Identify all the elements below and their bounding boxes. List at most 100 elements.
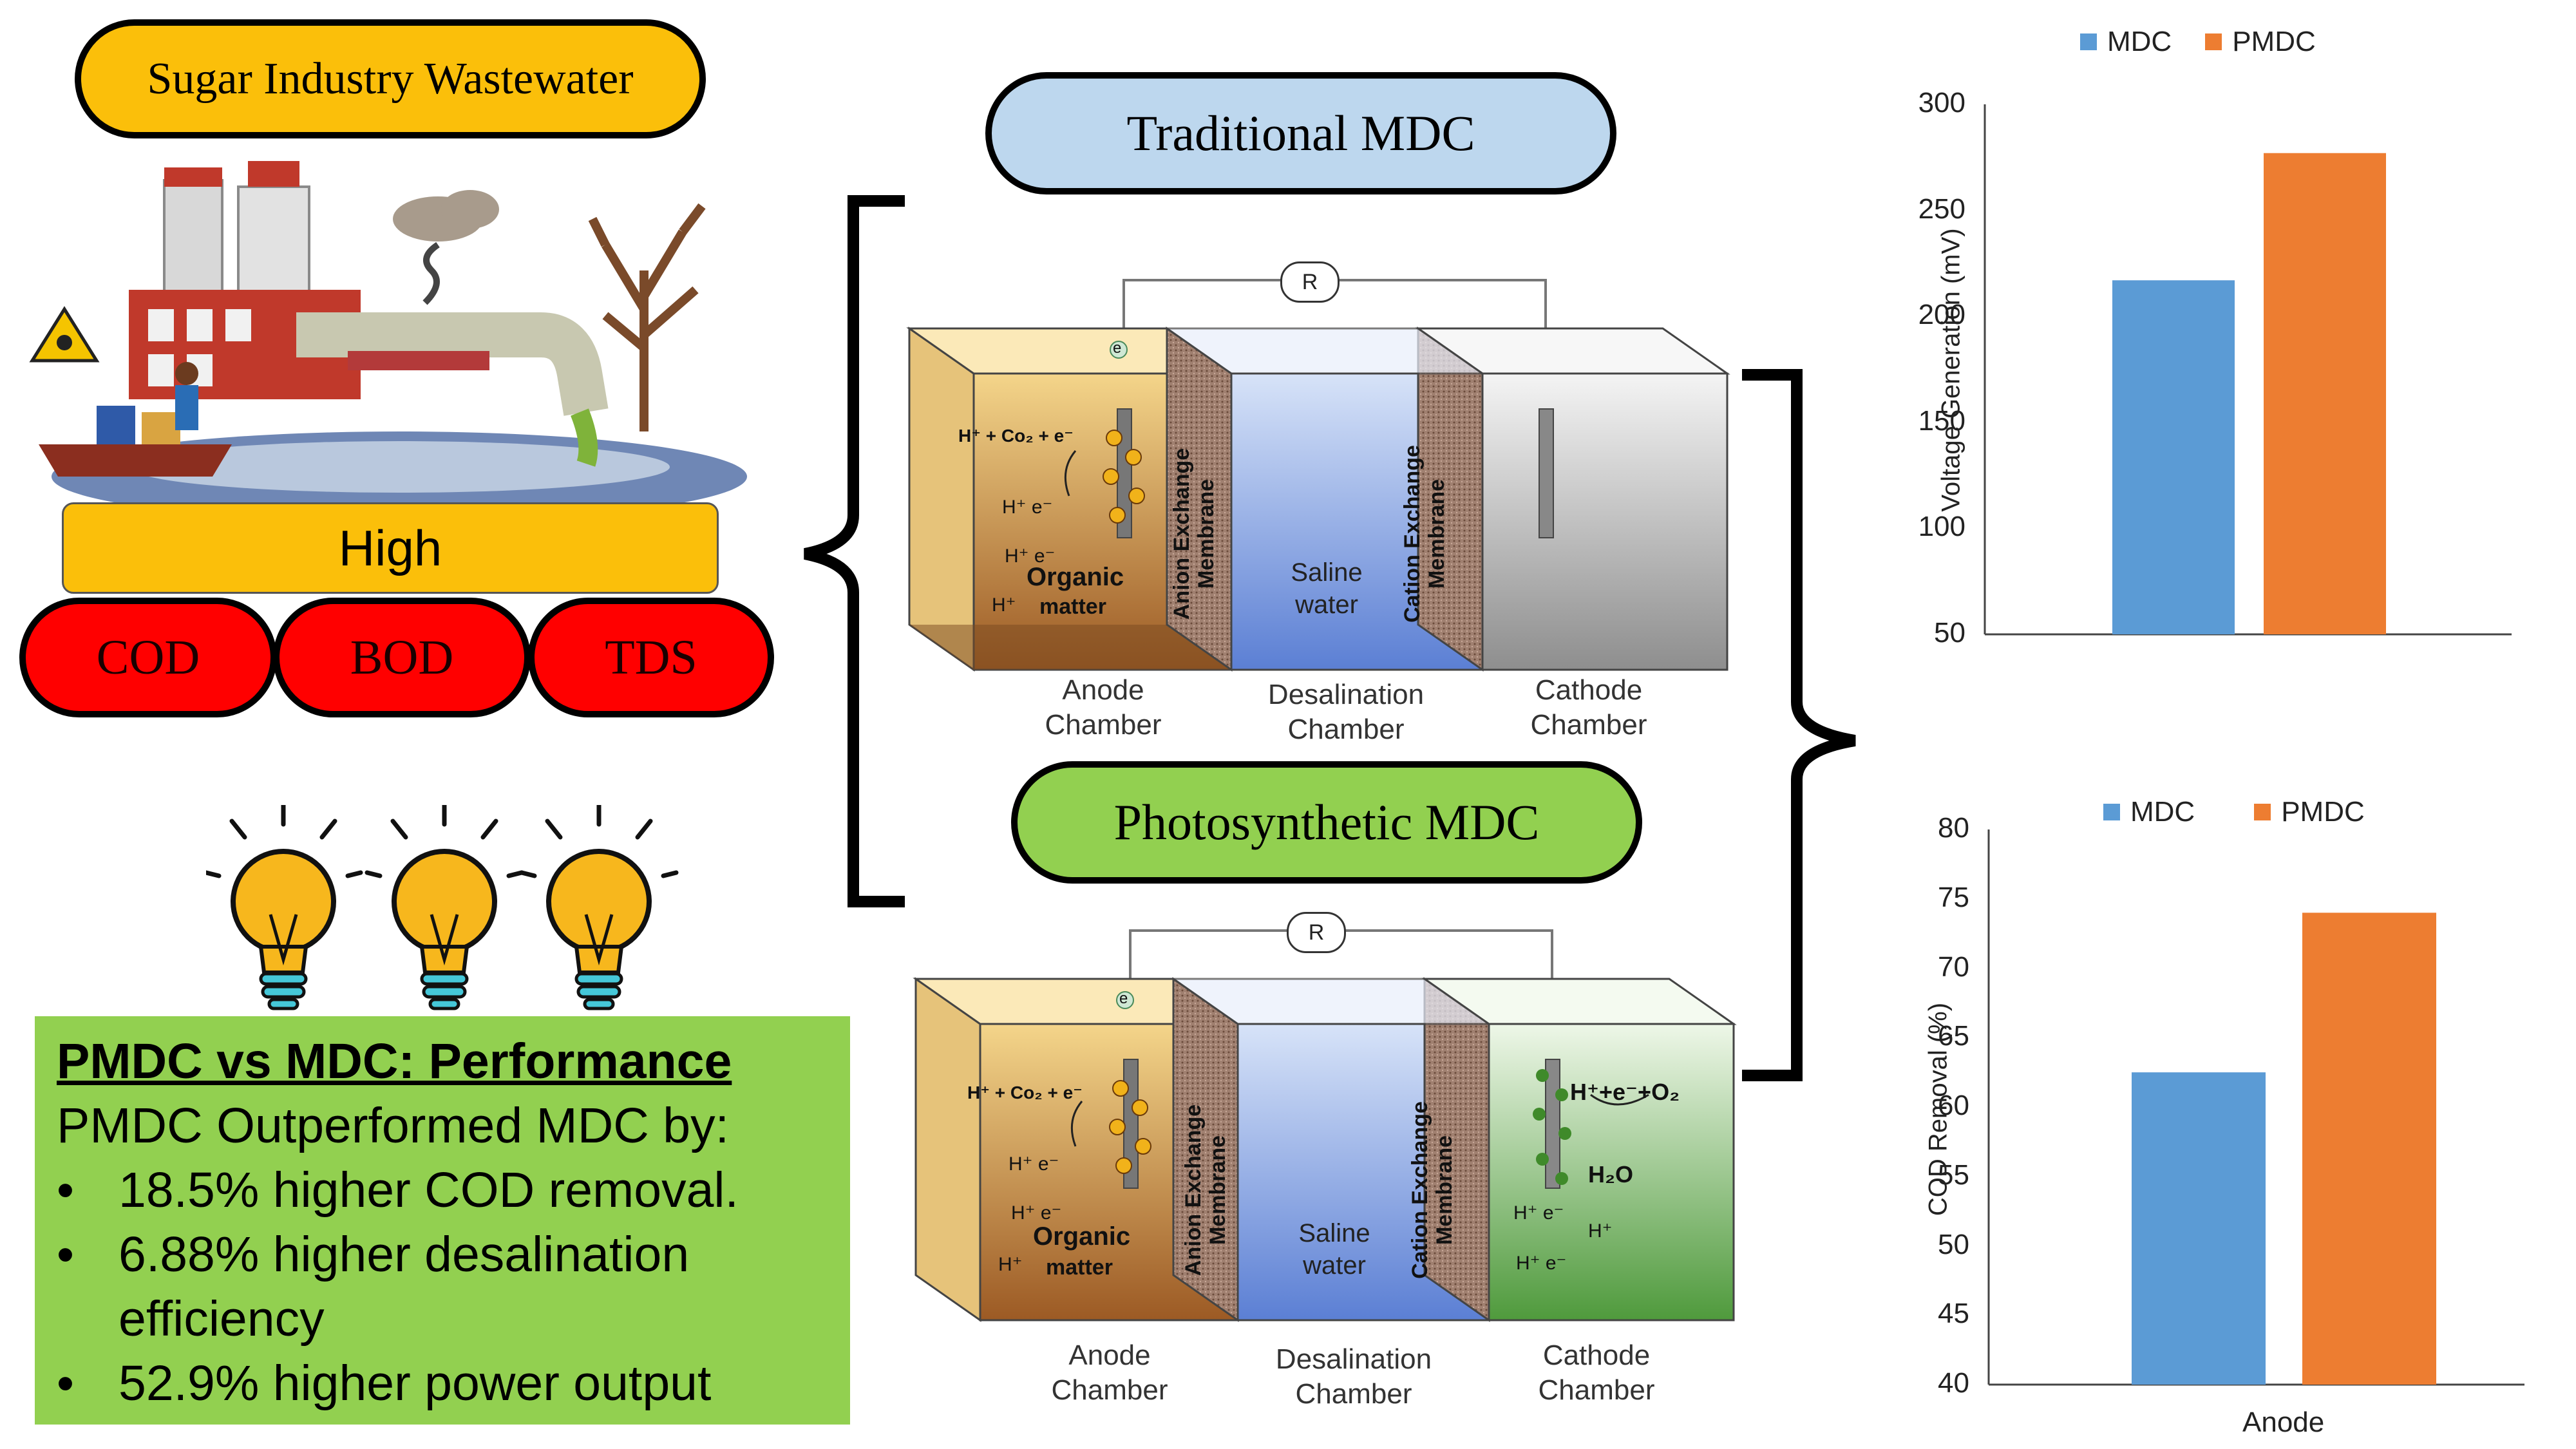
legend-label-pmdc: PMDC — [2232, 26, 2316, 57]
photosynthetic-mdc-cell-diagram — [913, 929, 1737, 1322]
voltage-chart-legend: MDC PMDC — [2080, 26, 2316, 58]
legend-swatch-pmdc — [2205, 33, 2222, 50]
y-tick-label: 65 — [1938, 1020, 1969, 1052]
traditional-mdc-title-text: Traditional MDC — [1126, 105, 1475, 161]
electron-icon — [1110, 341, 1128, 359]
cod-chart-ylabel: COD Removal (%) — [1924, 1002, 1953, 1217]
saline-line2: water — [1303, 1251, 1366, 1280]
cod-pill: COD — [19, 598, 277, 717]
y-tick-label: 50 — [1934, 617, 1965, 649]
photosynthetic-mdc-title-text: Photosynthetic MDC — [1113, 794, 1540, 850]
photosynthetic-water-label: H₂O — [1588, 1161, 1633, 1188]
bulb-icon-1 — [206, 805, 363, 1010]
cation-membrane-line1: Cation Exchange — [1400, 445, 1425, 623]
y-tick-label: 70 — [1938, 951, 1969, 983]
performance-bullet: 52.9% higher power output — [57, 1351, 828, 1416]
sugar-wastewater-title: Sugar Industry Wastewater — [75, 19, 706, 138]
saline-line1: Saline — [1298, 1219, 1370, 1247]
high-label: High — [338, 519, 442, 576]
light-bulbs-illustration — [206, 805, 679, 1010]
chamber-line1: Anode — [1062, 674, 1144, 706]
chamber-line1: Desalination — [1267, 679, 1425, 710]
chamber-line1: Desalination — [1275, 1343, 1432, 1375]
y-tick-label: 200 — [1918, 299, 1965, 331]
tds-pill: TDS — [528, 598, 774, 717]
tds-label: TDS — [605, 630, 697, 685]
right-brace — [1742, 369, 1856, 1081]
chamber-line2: Chamber — [1530, 709, 1647, 741]
anion-membrane-line2: Membrane — [1194, 478, 1218, 589]
performance-list: 18.5% higher COD removal. 6.88% higher d… — [57, 1158, 828, 1416]
high-label-bar: High — [62, 502, 719, 594]
traditional-anode-species: H⁺ — [992, 594, 1016, 616]
traditional-matter-label: matter — [1039, 594, 1106, 619]
bulb-icon-2 — [365, 805, 524, 1010]
cod-chart-legend: MDC PMDC — [2103, 796, 2365, 828]
y-tick-label: 75 — [1938, 881, 1969, 913]
y-tick-label: 45 — [1938, 1298, 1969, 1330]
y-tick-label: 60 — [1938, 1090, 1969, 1121]
performance-heading: PMDC vs MDC: Performance — [57, 1034, 732, 1089]
y-tick-label: 300 — [1918, 87, 1965, 118]
photosynthetic-resistor: R — [1287, 912, 1346, 953]
legend-label-mdc: MDC — [2130, 796, 2195, 828]
bar-mdc-cod — [2132, 1072, 2266, 1385]
photosynthetic-electron-label: e — [1119, 990, 1128, 1007]
anion-membrane-line1: Anion Exchange — [1170, 448, 1194, 620]
bulb-icon-3 — [519, 805, 679, 1010]
legend-swatch-mdc — [2103, 804, 2120, 820]
photosynthetic-organic-label: Organic — [1033, 1222, 1131, 1251]
factory-illustration — [29, 161, 747, 515]
cod-chart-plot — [1987, 829, 2524, 1386]
traditional-anode-reaction: H⁺ + Co₂ + e⁻ — [958, 426, 1074, 446]
legend-label-mdc: MDC — [2107, 26, 2172, 57]
traditional-resistor-label: R — [1302, 269, 1318, 294]
voltage-chart-ylabel: Voltage Generation (mV) — [1937, 228, 1965, 512]
chamber-line1: Cathode — [1542, 1340, 1651, 1371]
traditional-electron-label: e — [1113, 339, 1122, 357]
bar-pmdc-cod — [2302, 913, 2436, 1385]
photosynthetic-cathode-reaction: H⁺+e⁻+O₂ — [1570, 1079, 1680, 1105]
cation-membrane-line2: Membrane — [1432, 1135, 1457, 1245]
chamber-line2: Chamber — [1045, 709, 1162, 741]
cod-label: COD — [96, 630, 200, 685]
photosynthetic-saline-label: Saline water — [1270, 1217, 1399, 1282]
bod-pill: BOD — [273, 598, 531, 717]
photosynthetic-resistor-label: R — [1308, 920, 1325, 945]
chamber-line2: Chamber — [1538, 1374, 1655, 1406]
photosynthetic-cathode-species: H⁺ — [1588, 1220, 1613, 1242]
bod-label: BOD — [350, 630, 454, 685]
sugar-wastewater-title-text: Sugar Industry Wastewater — [147, 53, 634, 104]
y-tick-label: 80 — [1938, 812, 1969, 844]
chamber-line2: Chamber — [1051, 1374, 1168, 1406]
traditional-resistor: R — [1280, 261, 1340, 303]
chamber-line2: Chamber — [1295, 1378, 1412, 1410]
photosynthetic-cathode-species: H⁺ e⁻ — [1513, 1202, 1564, 1224]
y-tick-label: 150 — [1918, 404, 1965, 437]
traditional-anode-species: H⁺ e⁻ — [1002, 497, 1053, 518]
y-tick-label: 250 — [1918, 193, 1965, 225]
performance-bullet: 18.5% higher COD removal. — [57, 1158, 828, 1222]
photosynthetic-anode-species: H⁺ — [998, 1254, 1023, 1275]
photosynthetic-anode-species: H⁺ e⁻ — [1011, 1202, 1062, 1224]
cod-chart-xlabel: Anode — [2242, 1406, 2325, 1438]
photosynthetic-matter-label: matter — [1046, 1255, 1113, 1280]
bar-mdc-voltage — [2112, 280, 2235, 635]
chamber-line2: Chamber — [1287, 714, 1405, 745]
photosynthetic-mdc-title: Photosynthetic MDC — [1011, 761, 1642, 884]
y-tick-label: 40 — [1938, 1367, 1969, 1399]
legend-label-pmdc: PMDC — [2281, 796, 2365, 828]
performance-box: PMDC vs MDC: Performance PMDC Outperform… — [35, 1016, 850, 1425]
voltage-chart-plot — [1984, 104, 2512, 636]
left-brace — [804, 195, 905, 907]
traditional-mdc-title: Traditional MDC — [985, 72, 1616, 194]
